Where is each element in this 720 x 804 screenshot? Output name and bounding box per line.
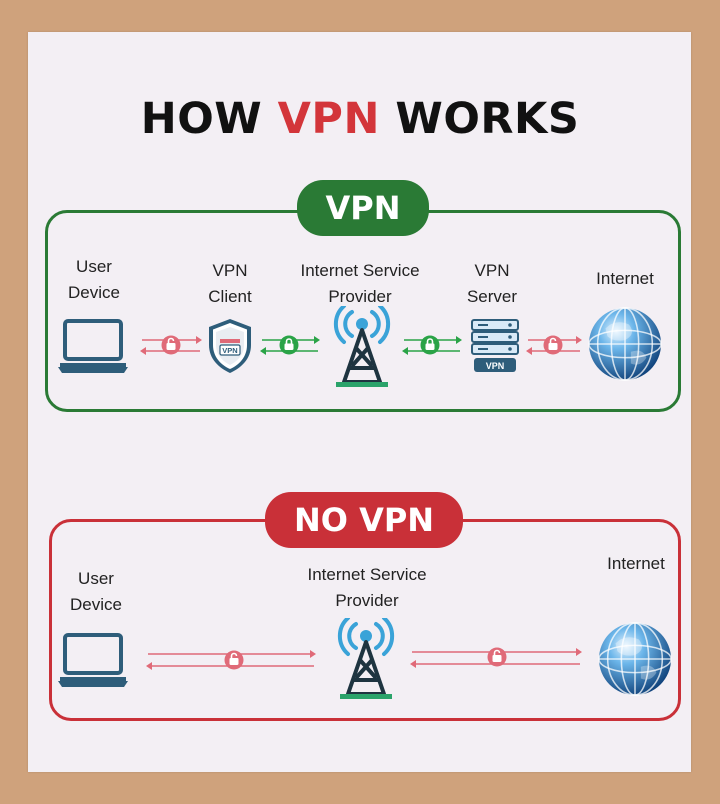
vpn-server-badge: VPN [486,361,505,371]
page-title: HOW VPN WORKS [140,94,580,144]
poster-card [28,32,691,772]
vpn-link-device-client [140,335,202,355]
lock-open-icon [224,650,244,670]
vpn-internet-label: Internet [596,269,654,288]
novpn-link-device-isp [146,650,316,670]
shield-icon: VPN [209,319,251,373]
lock-open-icon [487,647,507,667]
vpn-link-server-internet [526,335,582,355]
title-accent: VPN [277,94,380,144]
vpn-heading-pill: VPN [297,180,429,236]
vpn-link-isp-server [402,335,462,355]
server-icon: VPN [471,319,519,373]
novpn-heading-pill: NO VPN [265,492,463,548]
vpn-client-badge: VPN [222,346,237,355]
vpn-link-client-isp [260,335,320,355]
novpn-internet-label: Internet [607,554,665,573]
novpn-link-isp-internet [410,647,582,668]
